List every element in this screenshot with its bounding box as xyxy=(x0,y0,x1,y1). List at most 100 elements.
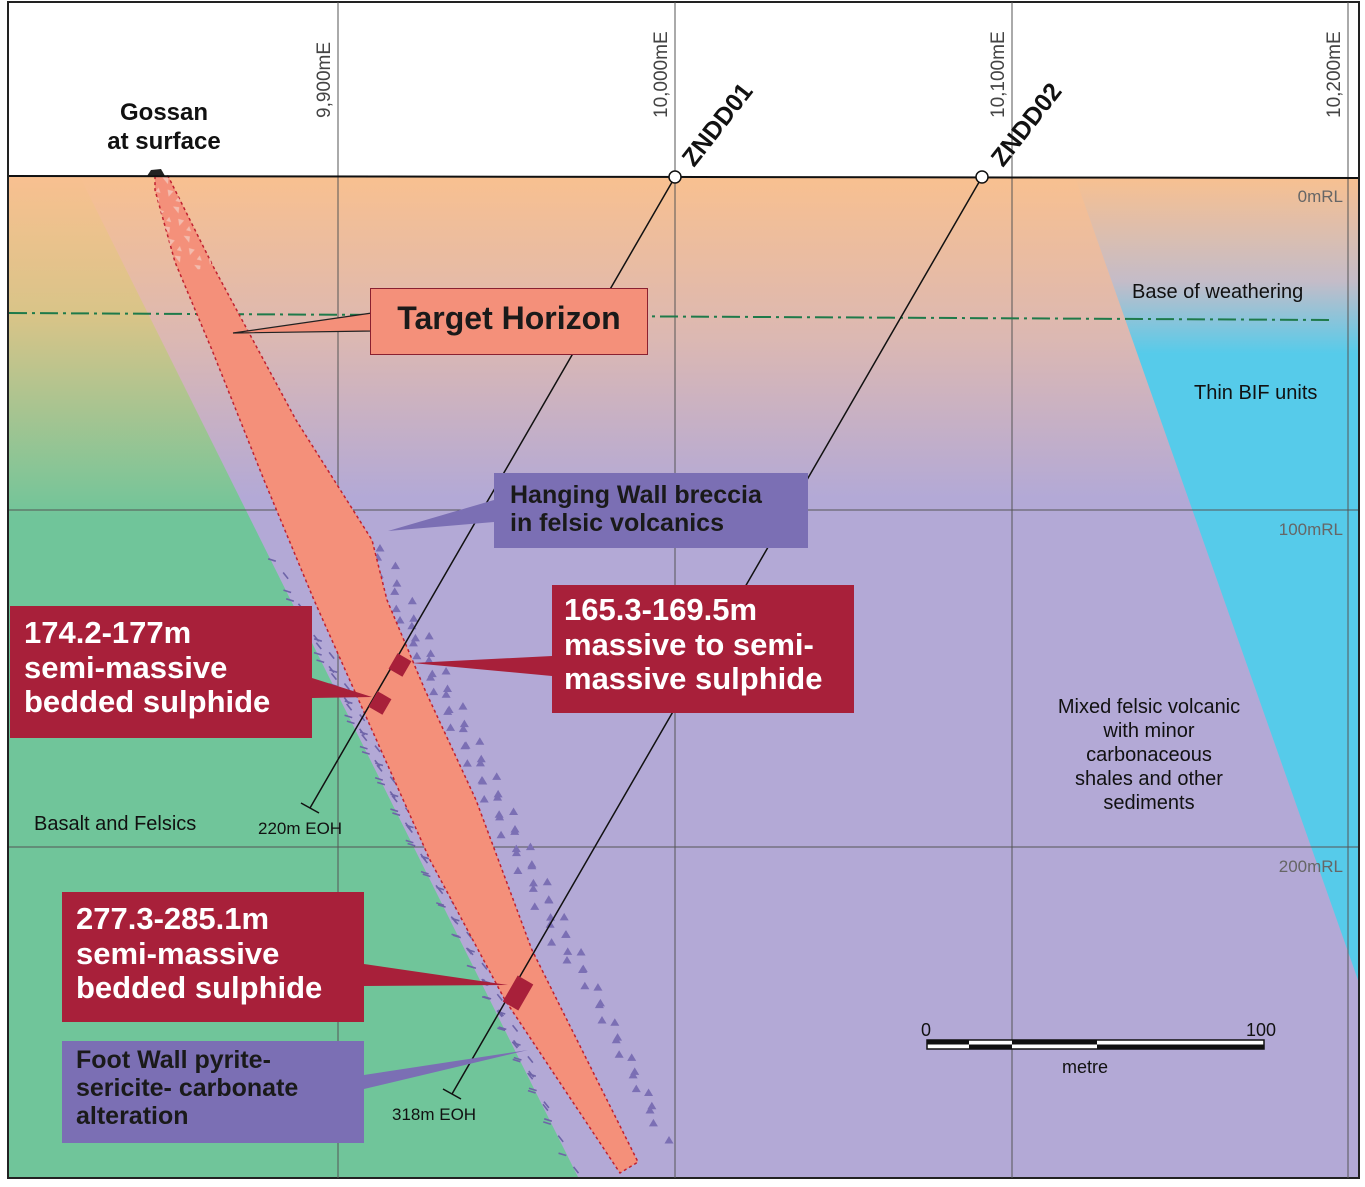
alteration-symbol xyxy=(405,824,414,829)
intercept-165-pointer xyxy=(412,656,552,676)
scale-bar-segment xyxy=(1097,1044,1264,1049)
breccia-symbol xyxy=(441,690,451,698)
breccia-symbol xyxy=(495,812,505,821)
breccia-symbol xyxy=(593,983,603,991)
breccia-symbol xyxy=(527,860,537,868)
alteration-symbol xyxy=(343,682,351,691)
target-horizon-band xyxy=(154,175,639,1175)
scale-bar-start: 0 xyxy=(921,1020,931,1040)
easting-label: 10,200mE xyxy=(1324,31,1345,118)
alteration-symbol xyxy=(572,1166,580,1174)
breccia-symbol xyxy=(528,878,538,887)
alteration-symbol xyxy=(361,750,370,755)
callout-line: 165.3-169.5m xyxy=(564,592,758,627)
alteration-symbol xyxy=(437,903,446,908)
alteration-symbol xyxy=(483,995,492,1000)
breccia-symbol xyxy=(544,895,554,903)
breccia-symbol xyxy=(530,902,540,910)
alteration-symbol xyxy=(405,839,414,844)
foot-wall-pointer xyxy=(364,1050,528,1089)
breccia-symbol xyxy=(594,1000,604,1009)
breccia-symbol xyxy=(631,1084,641,1093)
elevation-label: 100mRL xyxy=(1279,520,1343,539)
mixed-felsic-label: Mixed felsic volcanic with minor carbona… xyxy=(1058,696,1240,814)
breccia-symbol xyxy=(547,938,557,946)
alteration-symbol xyxy=(313,651,322,656)
intercept-marker-174 xyxy=(368,691,392,715)
alteration-symbol xyxy=(359,745,368,750)
gossan-label: Gossan at surface xyxy=(107,99,220,155)
breccia-symbol xyxy=(458,724,468,733)
breccia-symbol xyxy=(429,687,439,696)
breccia-symbol xyxy=(409,614,419,622)
callout-line: alteration xyxy=(76,1102,189,1130)
breccia-symbol xyxy=(424,656,434,664)
breccia-symbol xyxy=(493,789,503,798)
breccia-symbol xyxy=(559,912,569,921)
alteration-symbol xyxy=(391,795,398,803)
alteration-symbol xyxy=(375,762,384,767)
ground-surface-line xyxy=(8,175,1359,179)
breccia-symbol xyxy=(510,825,520,833)
alteration-symbol xyxy=(513,1056,522,1061)
gossan-cap xyxy=(147,169,165,176)
alteration-symbol xyxy=(511,1024,519,1033)
alteration-symbol xyxy=(374,745,381,753)
callout-line: 277.3-285.1m xyxy=(76,901,270,936)
eoh-tick-zndd01 xyxy=(300,802,320,814)
alteration-symbol xyxy=(527,1055,534,1064)
elevation-label: 200mRL xyxy=(1279,857,1343,876)
callout-line: bedded sulphide xyxy=(24,684,271,720)
hanging-wall-pointer xyxy=(388,500,494,531)
basalt-label: Basalt and Felsics xyxy=(34,813,196,835)
breccia-symbol xyxy=(390,587,400,595)
breccia-symbol xyxy=(412,651,422,660)
alteration-symbol xyxy=(528,1087,537,1092)
scale-bar-unit: metre xyxy=(1062,1057,1108,1077)
breccia-symbol xyxy=(513,866,523,875)
breccia-symbol xyxy=(443,684,452,692)
alteration-symbol xyxy=(496,993,503,1001)
grid-lines xyxy=(9,2,1358,1178)
breccia-symbol xyxy=(390,561,400,570)
breccia-symbol xyxy=(462,759,472,767)
alteration-symbol xyxy=(316,659,325,664)
bif-unit xyxy=(1075,177,1358,980)
alteration-symbol xyxy=(466,948,475,953)
alteration-symbol xyxy=(452,934,461,939)
breccia-symbol xyxy=(459,719,469,728)
alteration-symbol xyxy=(344,714,353,719)
breccia-symbol xyxy=(475,758,485,767)
alteration-symbol xyxy=(315,642,322,650)
alteration-symbol xyxy=(422,873,431,878)
breccia-symbol xyxy=(610,1018,620,1026)
intercept-marker-165 xyxy=(388,653,412,677)
collar-zndd01 xyxy=(668,170,682,184)
callout-line: Hanging Wall breccia xyxy=(510,481,762,509)
breccia-symbol xyxy=(525,842,535,851)
alteration-symbol xyxy=(390,808,399,813)
easting-labels: 9,900mE 10,000mE 10,100mE 10,200mE xyxy=(314,31,1345,118)
alteration-symbol xyxy=(389,776,396,784)
breccia-symbol xyxy=(614,1050,624,1058)
breccia-symbol xyxy=(427,669,437,678)
alteration-symbol xyxy=(543,1121,552,1126)
breccia-symbol xyxy=(576,947,586,956)
alteration-symbol xyxy=(267,558,277,562)
alteration-symbol xyxy=(497,1027,506,1032)
easting-label: 10,000mE xyxy=(651,31,672,118)
alteration-symbol xyxy=(313,638,323,642)
callout-line: massive to semi- xyxy=(564,626,814,662)
sulphide-intercepts xyxy=(368,653,534,1011)
eoh-label-zndd01: 220m EOH xyxy=(258,819,342,838)
alteration-symbol xyxy=(328,651,335,660)
breccia-symbol xyxy=(391,604,401,613)
alteration-symbol xyxy=(542,1103,549,1112)
breccia-symbol xyxy=(496,830,506,839)
breccia-symbol xyxy=(628,1070,638,1079)
elevation-label: 0mRL xyxy=(1298,187,1343,206)
alteration-symbol xyxy=(361,734,368,742)
breccia-symbol xyxy=(561,930,571,938)
breccia-symbol xyxy=(645,1106,655,1114)
hanging-wall-breccia-symbols xyxy=(357,536,674,1144)
